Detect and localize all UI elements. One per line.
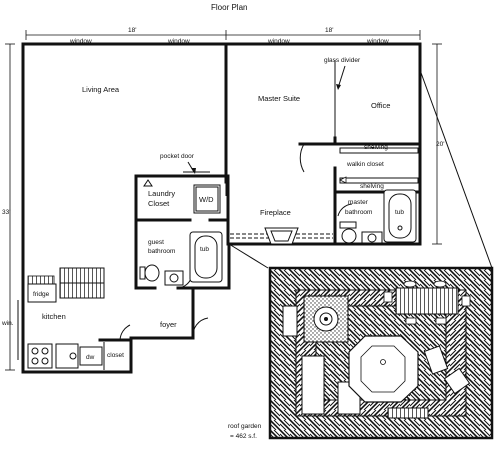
windows: window window window window win. [1,38,389,360]
master-tub [383,189,417,243]
room-living-area: Living Area [82,85,120,94]
guest-tub-label: tub [200,246,209,253]
room-office: Office [371,101,390,110]
master-toilet [341,228,357,244]
roof-garden-note-line2: = 462 s.f. [230,433,257,440]
shelving-lower-label: shelving [360,183,384,190]
washer-dryer [193,184,221,214]
garden-slatted-bench [387,407,429,419]
annotation-glass-divider: glass divider [324,57,361,64]
room-fireplace: Fireplace [260,208,291,217]
garden-bench [301,355,325,415]
interior-walls [98,60,422,342]
plan-title: Floor Plan [211,3,247,12]
room-kitchen: kitchen [42,312,66,321]
room-foyer: foyer [160,320,177,329]
dim-left: 33' [2,209,10,216]
guest-tub [189,231,223,283]
kitchen-sink [55,343,79,369]
annotation-pocket-door: pocket door [160,153,195,160]
room-guest-bath-line1: guest [148,239,164,246]
window-label-3: window [267,38,290,45]
roof-garden-note-line1: roof garden [228,423,262,430]
doors [119,143,353,341]
room-closet: closet [107,352,124,359]
room-guest-bath-line2: bathroom [148,248,175,255]
room-walkin-closet: walkin closet [346,161,384,168]
fireplace-hearth [264,227,299,245]
fridge-label: fridge [33,291,50,298]
shelving-upper [339,147,419,154]
garden-lounge-chair [282,305,298,337]
window-label-2: window [167,38,190,45]
dimension-left: 33' [2,43,15,371]
room-master-bath-line2: bathroom [345,209,372,216]
guest-toilet [144,264,160,282]
shelving-lower [339,177,419,184]
dim-right: 20' [436,141,444,148]
master-tub-label: tub [395,209,404,216]
fridge [27,283,57,303]
washer-dryer-label: W/D [199,195,214,204]
garden-dining-table [395,287,459,315]
master-sink [361,231,383,244]
room-laundry-line1: Laundry [148,189,175,198]
dim-top-left: 18' [128,27,136,34]
dishwasher [79,346,103,366]
room-master-suite: Master Suite [258,94,300,103]
shelving-upper-label: shelving [364,144,388,151]
window-label-side: win. [1,320,14,327]
window-label-4: window [366,38,389,45]
window-label-1: window [69,38,92,45]
room-master-bath-line1: master [348,199,369,206]
guest-sink [164,270,184,286]
dimension-right: 20' [432,43,444,245]
kitchen-counter-top [27,275,55,285]
stove [27,343,53,369]
roof-garden [268,266,494,440]
dim-top-right: 18' [325,27,333,34]
dimension-top: 18' 18' [25,27,421,40]
dishwasher-label: dw [86,354,95,361]
room-laundry-line2: Closet [148,199,170,208]
